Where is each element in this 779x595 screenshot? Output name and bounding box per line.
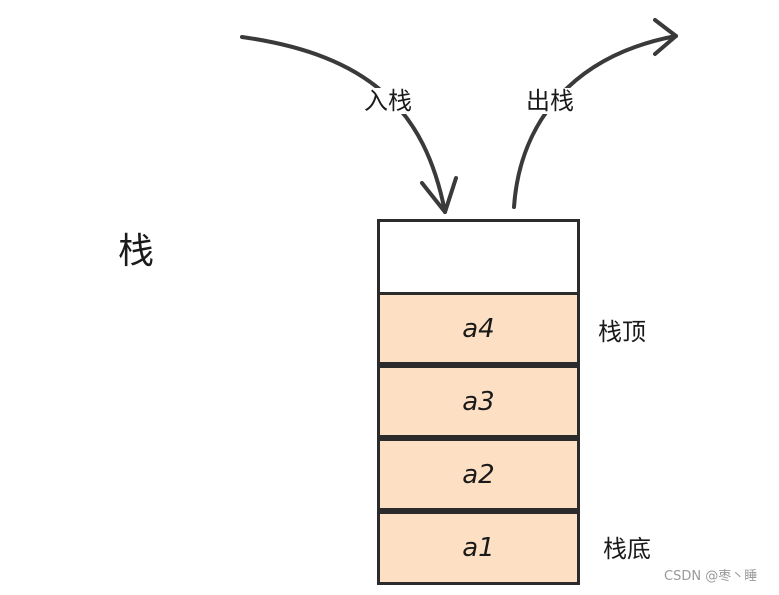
stack-cell-label: a1	[462, 533, 495, 563]
push-arrowhead	[420, 176, 458, 214]
stack-bottom-label: 栈底	[603, 535, 651, 563]
stack-cell-label: a4	[462, 313, 495, 344]
push-label: 入栈	[362, 87, 414, 115]
pop-arrow	[512, 34, 678, 209]
push-arrow	[240, 35, 447, 214]
stack-cell-a4: a4	[377, 292, 580, 365]
stack-cell-a2: a2	[377, 438, 580, 511]
stack-cell-label: a2	[462, 459, 495, 490]
pop-arrowhead	[653, 18, 678, 56]
pop-label: 出栈	[524, 87, 576, 115]
watermark: CSDN @枣丶睡	[664, 569, 758, 584]
stack-title: 栈	[118, 231, 155, 272]
stack-cell-label: a3	[462, 386, 495, 417]
stack-cell-a3: a3	[377, 365, 580, 438]
stack-top-label: 栈顶	[598, 318, 646, 346]
stack-cell-a1: a1	[377, 511, 580, 585]
stack-empty-slot	[377, 219, 580, 295]
